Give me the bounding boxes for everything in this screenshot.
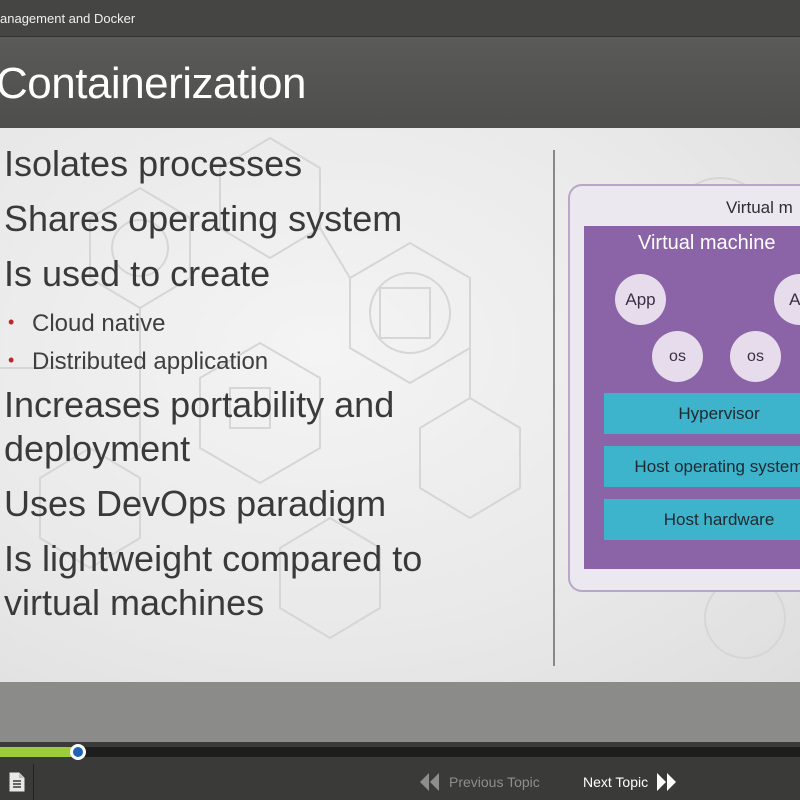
next-topic-label: Next Topic: [583, 774, 649, 790]
sub-bullet-label: Cloud native: [32, 310, 166, 337]
document-icon: [9, 772, 24, 792]
vertical-divider: [553, 150, 555, 666]
double-chevron-right-icon: [657, 773, 677, 791]
slide-title: Containerization: [0, 59, 306, 108]
os-circle: os: [652, 331, 703, 382]
os-circle: os: [730, 331, 781, 382]
bullet-dot-icon: •: [8, 350, 15, 370]
bullet-list: Isolates processes Shares operating syst…: [4, 142, 544, 636]
progress-handle[interactable]: [69, 744, 86, 760]
slide-content: Isolates processes Shares operating syst…: [0, 128, 800, 682]
bullet-item: Isolates processes: [4, 143, 303, 184]
host-os-layer: Host operating system: [604, 446, 800, 487]
bullet-item: Uses DevOps paradigm: [4, 483, 387, 524]
notes-button[interactable]: [0, 764, 34, 800]
sub-bullet-item: • Cloud native: [8, 307, 544, 339]
bullet-dot-icon: •: [8, 312, 15, 332]
progress-fill: [0, 747, 78, 757]
bullet-item: Is lightweight compared to virtual machi…: [4, 538, 423, 623]
bullet-item: Shares operating system: [4, 198, 403, 239]
bullet-item: Increases portability and deployment: [4, 384, 395, 469]
progress-bar[interactable]: [0, 747, 800, 757]
virtual-machine-box: Virtual machine App Ap os os Hypervisor …: [584, 226, 800, 569]
double-chevron-left-icon: [420, 773, 439, 791]
previous-topic-label: Previous Topic: [449, 774, 540, 790]
player-footer: [0, 682, 800, 800]
outer-vm-label: Virtual m: [726, 198, 793, 217]
course-title: anagement and Docker: [0, 11, 136, 26]
previous-topic-button[interactable]: Previous Topic: [420, 772, 540, 792]
slide-header: Containerization: [0, 37, 800, 128]
sub-bullet-item: • Distributed application: [8, 345, 544, 377]
sub-bullet-label: Distributed application: [32, 348, 269, 375]
app-circle: Ap: [774, 274, 800, 325]
virtual-machine-label: Virtual machine: [638, 232, 776, 254]
next-topic-button[interactable]: Next Topic: [583, 772, 677, 792]
vm-diagram: Virtual m Virtual machine App Ap os os H…: [568, 184, 800, 592]
bullet-item: Is used to create: [4, 253, 271, 294]
hypervisor-layer: Hypervisor: [604, 393, 800, 434]
app-circle: App: [615, 274, 666, 325]
host-hardware-layer: Host hardware: [604, 499, 800, 540]
title-bar: anagement and Docker: [0, 0, 800, 37]
